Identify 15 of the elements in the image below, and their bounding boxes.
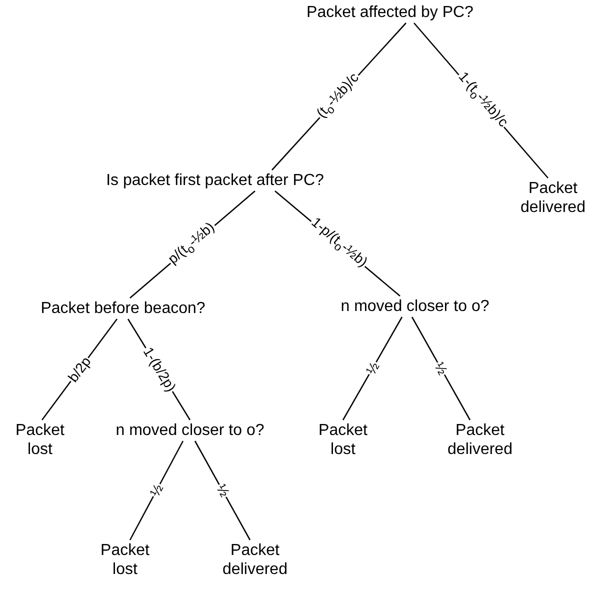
node-text: n moved closer to o?	[325, 297, 505, 316]
node-text: Packet before beacon?	[13, 299, 233, 318]
node-text: Packet delivered	[515, 179, 591, 217]
node-text: Is packet first packet after PC?	[85, 171, 345, 190]
branch-line	[342, 316, 403, 420]
node-text: Packet delivered	[440, 421, 520, 459]
branch-line	[129, 440, 184, 540]
node-text: Packet delivered	[215, 541, 295, 579]
node-text: Packet lost	[94, 541, 156, 579]
node-text: Packet affected by PC?	[290, 3, 490, 22]
branch-line	[411, 316, 471, 420]
branch-line	[194, 440, 251, 540]
node-text: n moved closer to o?	[101, 421, 279, 440]
node-text: Packet lost	[312, 421, 374, 459]
node-text: Packet lost	[9, 421, 71, 459]
